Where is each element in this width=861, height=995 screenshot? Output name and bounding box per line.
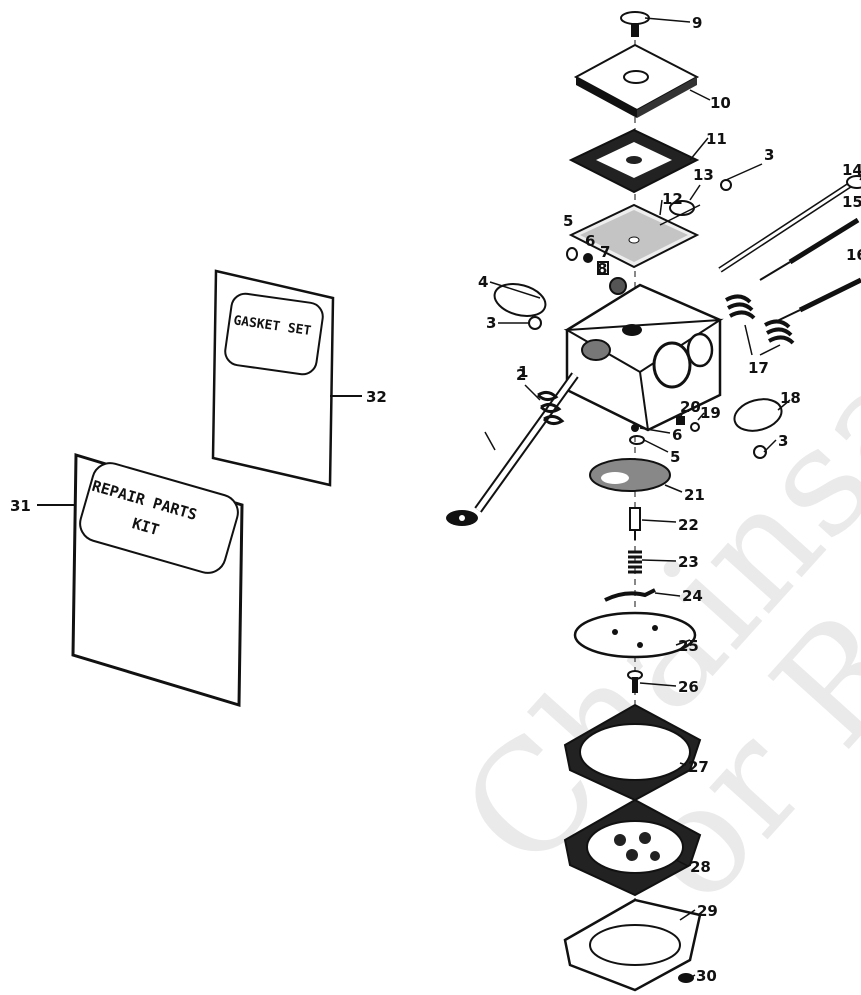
callout-18: 18 bbox=[780, 389, 801, 407]
part-26-screw bbox=[627, 670, 643, 693]
gasket-set-envelope: GASKET SET bbox=[211, 269, 335, 487]
callout-30: 30 bbox=[696, 967, 717, 985]
part-21-metering-plate bbox=[589, 458, 671, 492]
part-5-oring-lower bbox=[629, 435, 645, 445]
part-12-diaphragm bbox=[568, 203, 700, 269]
callout-25: 25 bbox=[678, 637, 699, 655]
part-30-screw bbox=[678, 973, 694, 983]
part-9-screw bbox=[620, 11, 650, 37]
callout-3-right: 3 bbox=[778, 432, 788, 450]
callout-12: 12 bbox=[662, 190, 683, 208]
callout-9: 9 bbox=[692, 14, 702, 32]
part-10-cover bbox=[573, 43, 700, 118]
callout-22: 22 bbox=[678, 516, 699, 534]
part-16-needle bbox=[774, 277, 861, 323]
callout-5-lower: 5 bbox=[670, 448, 680, 466]
callout-3-left: 3 bbox=[486, 314, 496, 332]
callout-27: 27 bbox=[688, 758, 709, 776]
callout-4: 4 bbox=[478, 273, 488, 291]
part-7-plug bbox=[597, 261, 609, 275]
part-11-gasket bbox=[568, 128, 700, 194]
part-2-spring bbox=[536, 390, 565, 426]
part-29-pump-cover bbox=[563, 898, 702, 992]
part-25-circuit-plate bbox=[573, 611, 697, 659]
callout-7: 7 bbox=[600, 243, 610, 261]
callout-10: 10 bbox=[710, 94, 731, 112]
callout-1: 1 bbox=[518, 363, 528, 381]
callout-19: 19 bbox=[700, 404, 721, 422]
callout-5-top: 5 bbox=[563, 212, 573, 230]
part-8-screen bbox=[609, 277, 627, 295]
repair-parts-kit-envelope: REPAIR PARTS KIT bbox=[71, 452, 244, 708]
part-3-screw-top bbox=[720, 179, 732, 191]
callout-24: 24 bbox=[682, 587, 703, 605]
callout-11: 11 bbox=[706, 130, 727, 148]
callout-31: 31 bbox=[10, 497, 31, 515]
callout-29: 29 bbox=[697, 902, 718, 920]
part-24-metering-lever bbox=[604, 588, 656, 602]
callout-21: 21 bbox=[684, 486, 705, 504]
part-22-inlet-needle bbox=[629, 507, 641, 540]
part-28-metering-diaphragm bbox=[563, 798, 702, 897]
part-18-choke-valve bbox=[733, 398, 783, 432]
callout-16: 16 bbox=[846, 246, 861, 264]
callout-17: 17 bbox=[748, 359, 769, 377]
part-1-throttle-shaft bbox=[446, 372, 579, 526]
part-5-oring-top bbox=[566, 247, 578, 261]
callout-20: 20 bbox=[680, 398, 701, 416]
part-20-detent bbox=[676, 416, 685, 425]
part-19-ball bbox=[690, 422, 700, 432]
callout-2: 2 bbox=[516, 366, 526, 384]
part-14-choke-shaft bbox=[718, 174, 861, 273]
callout-15: 15 bbox=[842, 193, 861, 211]
part-6-ball-lower bbox=[631, 424, 639, 432]
callout-6-top: 6 bbox=[585, 232, 595, 250]
callout-14: 14 bbox=[842, 161, 861, 179]
callout-6-lower: 6 bbox=[672, 426, 682, 444]
part-3-screw-left bbox=[528, 316, 542, 330]
part-6-ball-top bbox=[583, 253, 593, 263]
part-4-throttle-valve bbox=[493, 283, 547, 317]
callout-23: 23 bbox=[678, 553, 699, 571]
part-27-gasket bbox=[563, 703, 702, 802]
callout-numbers: 1 1 2 3 3 3 4 5 5 6 6 7 8 9 10 11 12 13 … bbox=[478, 14, 861, 985]
part-15-needle bbox=[759, 217, 860, 281]
leader-lines bbox=[484, 17, 861, 979]
callout-13: 13 bbox=[693, 166, 714, 184]
part-23-spring bbox=[628, 550, 642, 574]
callout-8: 8 bbox=[597, 260, 607, 278]
part-3-screw-right bbox=[753, 445, 767, 459]
part-17-springs bbox=[725, 294, 795, 345]
callout-28: 28 bbox=[690, 858, 711, 876]
callout-3-top: 3 bbox=[764, 146, 774, 164]
callout-32: 32 bbox=[366, 388, 387, 406]
callout-26: 26 bbox=[678, 678, 699, 696]
